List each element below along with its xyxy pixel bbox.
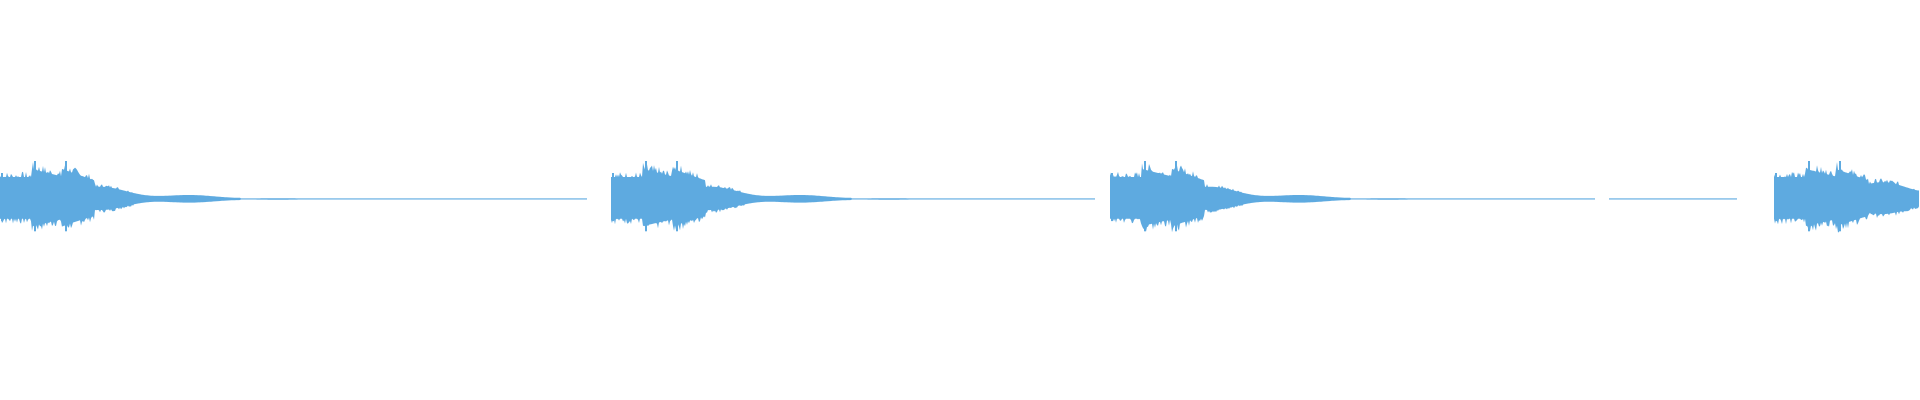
waveform-transient (612, 173, 614, 222)
waveform-clip-2 (611, 162, 1095, 231)
waveform-clip-5 (1774, 162, 1919, 233)
waveform-transient (1144, 161, 1146, 232)
waveform-transient (1, 173, 3, 222)
waveform-clip-1 (0, 162, 587, 231)
waveform-transient (645, 161, 647, 232)
waveform-transient (1775, 173, 1777, 222)
waveform-transient (65, 161, 67, 232)
waveform-transient (1839, 161, 1841, 232)
waveform-transient (1808, 161, 1810, 232)
waveform-clip-3 (1110, 163, 1595, 233)
waveform-transient (676, 161, 678, 232)
waveform-transient (1111, 173, 1113, 222)
waveform-clip-4 (1609, 198, 1737, 200)
waveform-transient (1175, 161, 1177, 232)
waveform-transient (34, 161, 36, 232)
